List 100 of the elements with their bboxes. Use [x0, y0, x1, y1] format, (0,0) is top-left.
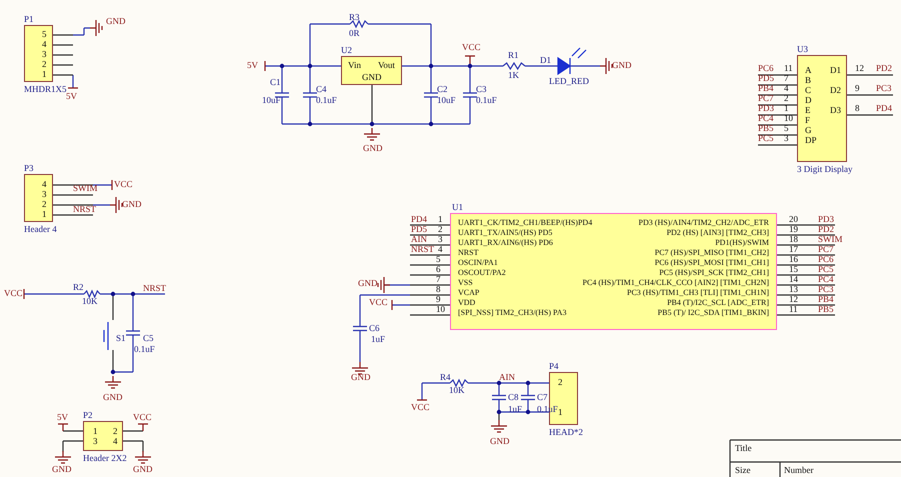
pin-label: OSCIN/PA1 — [458, 257, 498, 268]
component-designator: P2 — [83, 410, 93, 421]
pin-number: 8 — [855, 103, 860, 114]
net-label: GND — [351, 372, 370, 383]
component-designator: U3 — [797, 44, 808, 55]
component-label: 10uF — [262, 95, 281, 106]
title-block-field: Title — [735, 443, 752, 454]
net-label: GND — [363, 143, 382, 154]
pin-label: VSS — [458, 277, 473, 288]
pin-number: 11 — [789, 304, 798, 315]
net-label: PB5 — [758, 123, 774, 134]
pin-label: G — [805, 125, 812, 136]
pin-label: VCAP — [458, 287, 480, 298]
net-label: PD4 — [876, 103, 892, 114]
pin-label: E — [805, 105, 810, 116]
component-label: 0.1uF — [476, 95, 497, 106]
component-designator: U1 — [452, 202, 463, 213]
pin-number: 11 — [784, 63, 793, 74]
pin-number: 1 — [784, 103, 788, 114]
pin-label: PD1(HS)/SWIM — [715, 237, 769, 248]
pin-label: DP — [805, 135, 817, 146]
pin-label: B — [805, 75, 812, 86]
net-label: 5V — [247, 60, 258, 71]
net-label: PD2 — [818, 224, 834, 235]
pin-number: 3 — [42, 189, 46, 200]
net-label: PC7 — [758, 93, 774, 104]
pin-label: UART1_CK/TIM2_CH1/BEEP/(HS)PD4 — [458, 217, 592, 228]
pin-label: PB4 (T)/I2C_SCL [ADC_ETR] — [667, 297, 769, 308]
net-label: NRST — [73, 204, 96, 215]
pin-number: 3 — [42, 49, 46, 60]
net-label: GND — [103, 392, 122, 403]
pin-header — [24, 174, 53, 222]
pin-number: 8 — [436, 284, 440, 295]
pin-header — [24, 25, 53, 82]
pin-label: D3 — [830, 105, 841, 116]
component-label: LED_RED — [549, 76, 589, 87]
pin-label: PC5 (HS)/SPI_SCK [TIM2_CH1] — [659, 267, 769, 278]
pin-label: NRST — [458, 247, 478, 258]
net-label: PB4 — [758, 83, 774, 94]
pin-label: D — [805, 95, 812, 106]
component-label: 10uF — [437, 95, 456, 106]
net-label: GND — [52, 464, 72, 475]
component-label: C3 — [476, 84, 487, 95]
pin-label: PC3 (HS)/TIM1_CH3 [TLI] [TIM1_CH1N] — [627, 287, 769, 298]
title-block-field: Size — [735, 465, 750, 476]
pin-number: 9 — [436, 294, 440, 305]
net-label: PC6 — [818, 254, 834, 265]
pin-label: OSCOUT/PA2 — [458, 267, 506, 278]
component-label: C5 — [143, 333, 154, 344]
net-label: GND — [133, 464, 152, 475]
net-label: AIN — [411, 234, 427, 245]
pin-label: D2 — [830, 85, 841, 96]
pin-number: 1 — [42, 69, 46, 80]
component-label: R2 — [73, 282, 84, 293]
net-label: PC5 — [818, 264, 834, 275]
net-label: SWIM — [818, 234, 842, 245]
net-label: PC4 — [758, 113, 774, 124]
component-label: 10K — [449, 385, 464, 396]
pin-number: 10 — [436, 304, 445, 315]
pin-number: 19 — [789, 224, 798, 235]
net-label: PC6 — [758, 63, 774, 74]
microcontroller-chip — [450, 213, 777, 330]
component-label: 1uF — [371, 334, 386, 345]
pin-number: 12 — [789, 294, 798, 305]
component-label: D1 — [540, 55, 551, 66]
regulator-chip — [341, 56, 402, 85]
pin-number: 16 — [789, 254, 798, 265]
pin-number: 3 — [93, 436, 98, 447]
net-label: PB5 — [818, 304, 834, 315]
net-label: 5V — [66, 91, 77, 102]
pin-number: 2 — [42, 199, 46, 210]
pin-number: 14 — [789, 274, 798, 285]
component-label: 0R — [349, 28, 360, 39]
pin-number: 7 — [784, 73, 788, 84]
pin-label: PC4 (HS)/TIM1_CH4/CLK_CCO [AIN2] [TIM1_CH2N] — [582, 277, 769, 288]
pin-label: PD2 (HS) [AIN3] [TIM2_CH3] — [666, 227, 769, 238]
pin-number: 20 — [789, 214, 798, 225]
net-label: SWIM — [73, 183, 98, 194]
component-label: 1uF — [508, 404, 522, 415]
pin-number: 12 — [855, 63, 864, 74]
pin-number: 2 — [438, 224, 442, 235]
pin-number: 4 — [784, 83, 788, 94]
part-name: Header 2X2 — [83, 453, 127, 464]
net-label: PD3 — [818, 214, 834, 225]
net-label: VCC — [114, 179, 133, 190]
component-label: 1K — [508, 70, 519, 81]
net-label: VCC — [133, 412, 152, 423]
net-label: PD5 — [758, 73, 774, 84]
pin-number: 2 — [784, 93, 788, 104]
net-label: PC3 — [876, 83, 892, 94]
component-label: R4 — [440, 372, 451, 383]
pin-number: 3 — [438, 234, 442, 245]
display-module — [797, 55, 847, 162]
pin-label: F — [805, 115, 810, 126]
pin-number: 10 — [784, 113, 793, 124]
net-label: VCC — [369, 297, 388, 308]
component-label: 0.1uF — [134, 344, 155, 355]
component-label: C4 — [316, 84, 327, 95]
pin-number: 1 — [558, 407, 562, 418]
pin-number: 2 — [42, 59, 46, 70]
